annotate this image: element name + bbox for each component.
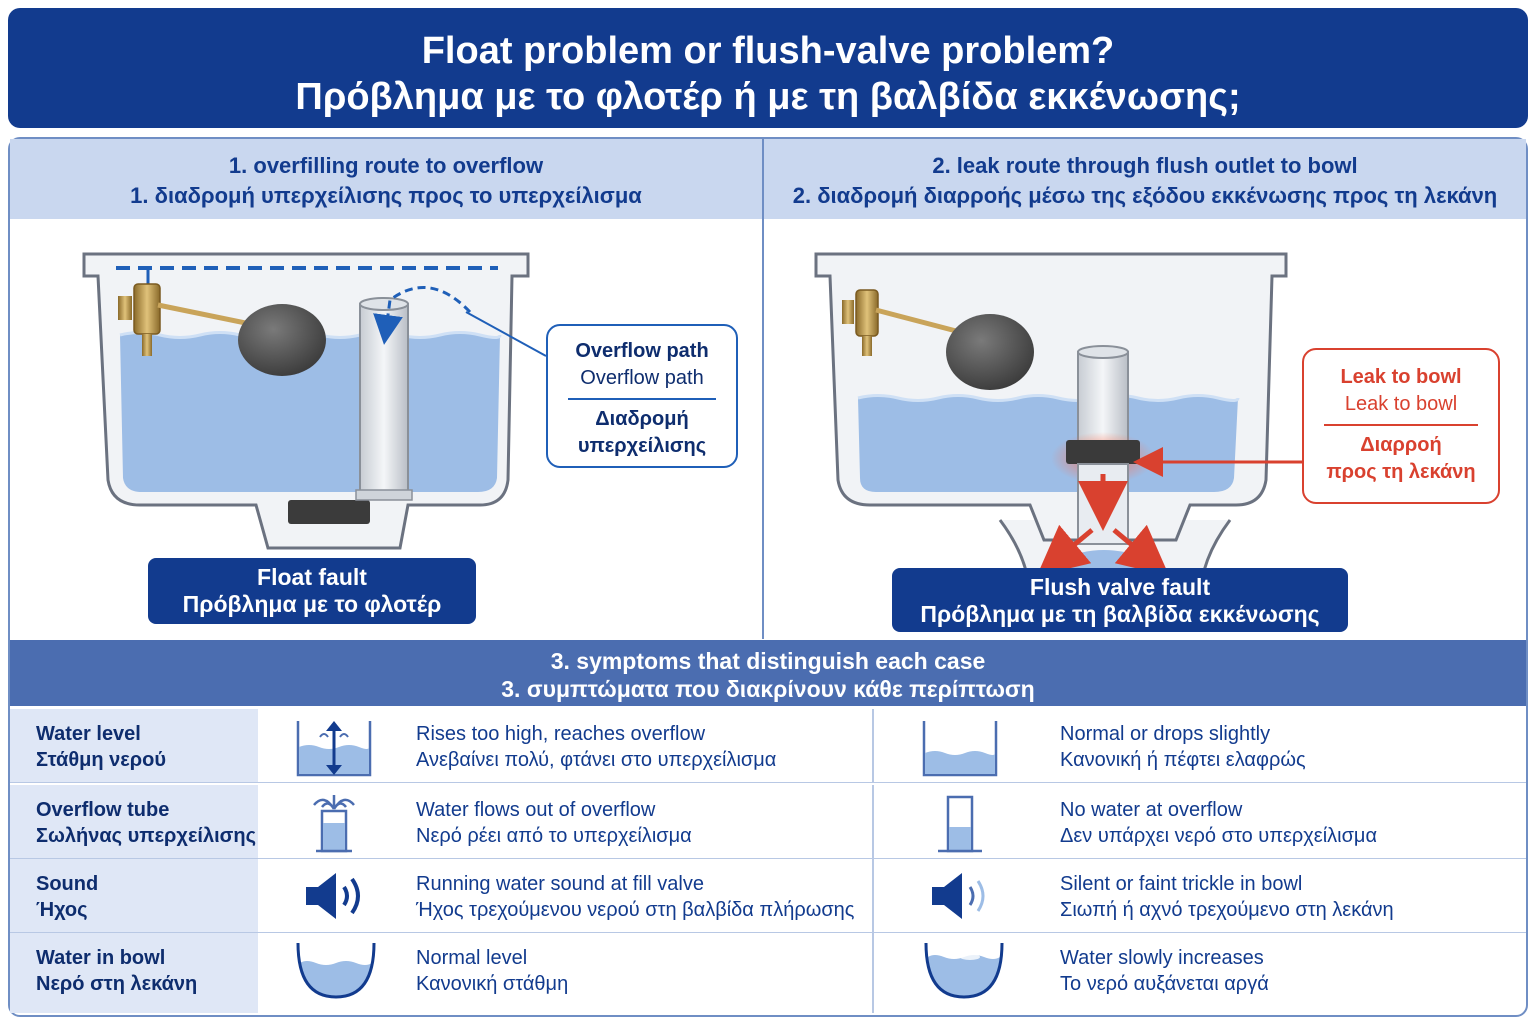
callout1-line1: Overflow path	[575, 340, 709, 362]
symptom-row-sound: Sound Ήχος Running water sound at fill v…	[10, 859, 1526, 933]
right-tank	[814, 252, 1302, 602]
row-label-en: Sound	[36, 873, 99, 895]
row-label-en: Overflow tube	[36, 799, 170, 821]
row-label: Water in bowl Νερό στη λεκάνη	[10, 933, 258, 1013]
symptom-row-water-in-bowl: Water in bowl Νερό στη λεκάνη Normal lev…	[10, 933, 1526, 1013]
right-symptom-en: No water at overflow	[1060, 799, 1243, 821]
column-divider	[872, 785, 874, 858]
bowl-normal-icon	[296, 942, 376, 999]
section3-heading-el: 3. συμπτώματα που διακρίνουν κάθε περίπτ…	[501, 676, 1035, 702]
row-label: Water level Στάθμη νερού	[10, 709, 258, 782]
row-label-el: Σωλήνας υπερχείλισης	[36, 825, 256, 847]
right-symptom-el: Το νερό αυξάνεται αργά	[1060, 973, 1269, 995]
left-symptom-en: Water flows out of overflow	[416, 799, 656, 821]
left-symptom-el: Κανονική στάθμη	[416, 973, 569, 995]
left-symptom-text: Running water sound at fill valve Ήχος τ…	[416, 871, 854, 923]
right-symptom-en: Water slowly increases	[1060, 947, 1264, 969]
column-divider	[872, 709, 874, 782]
speaker-quiet-icon	[932, 873, 985, 919]
right-symptom-el: Κανονική ή πέφτει ελαφρώς	[1060, 749, 1306, 771]
row-label: Overflow tube Σωλήνας υπερχείλισης	[10, 785, 258, 858]
section2-heading-en: 2. leak route through flush outlet to bo…	[932, 153, 1358, 178]
row-label-el: Στάθμη νερού	[36, 749, 166, 771]
right-symptom-el: Σιωπή ή αχνό τρεχούμενο στη λεκάνη	[1060, 899, 1394, 921]
left-symptom-text: Normal level Κανονική στάθμη	[416, 945, 568, 997]
section2-heading-el: 2. διαδρομή διαρροής μέσω της εξόδου εκκ…	[792, 183, 1498, 208]
symptom-row-water-level: Water level Στάθμη νερού Rises too high,…	[10, 709, 1526, 783]
left-symptom-en: Running water sound at fill valve	[416, 873, 704, 895]
tank-level-rising-icon	[296, 721, 372, 777]
column-divider	[872, 859, 874, 932]
flush-valve-fault-label: Flush valve fault Πρόβλημα με τη βαλβίδα…	[892, 568, 1348, 632]
left-tank	[82, 252, 547, 550]
float-fault-en: Float fault	[257, 564, 367, 590]
section1-heading-el: 1. διαδρομή υπερχείλισης προς το υπερχεί…	[130, 183, 642, 208]
left-symptom-el: Νερό ρέει από το υπερχείλισμα	[416, 825, 692, 847]
callout2-line1: Leak to bowl	[1340, 366, 1462, 388]
tank-diagrams	[82, 252, 1302, 602]
left-symptom-el: Ανεβαίνει πολύ, φτάνει στο υπερχείλισμα	[416, 749, 777, 771]
flush-valve-fault-en: Flush valve fault	[1029, 574, 1211, 600]
title-english: Float problem or flush-valve problem?	[421, 30, 1115, 72]
callout2-line4: προς τη λεκάνη	[1326, 461, 1476, 483]
overflow-tube-dry-icon	[938, 795, 982, 853]
section1-header: 1. overfilling route to overflow 1. διαδ…	[10, 139, 762, 219]
speaker-loud-icon	[306, 873, 360, 919]
left-symptom-en: Rises too high, reaches overflow	[416, 723, 706, 745]
callout2-line3: Διαρροή	[1360, 434, 1442, 456]
row-label-el: Ήχος	[36, 899, 88, 921]
right-symptom-text: No water at overflow Δεν υπάρχει νερό στ…	[1060, 797, 1377, 849]
overflow-path-callout: Overflow path Overflow path Διαδρομή υπε…	[546, 324, 738, 468]
tank-level-normal-icon	[922, 721, 998, 777]
float-fault-label: Float fault Πρόβλημα με το φλοτέρ	[148, 558, 476, 624]
callout1-line2: Overflow path	[580, 367, 704, 389]
section3-header: 3. symptoms that distinguish each case 3…	[10, 640, 1526, 706]
callout2-separator	[1324, 424, 1478, 426]
section2-header: 2. leak route through flush outlet to bo…	[764, 139, 1526, 219]
right-symptom-en: Silent or faint trickle in bowl	[1060, 873, 1303, 895]
bowl-rising-icon	[924, 942, 1004, 999]
left-symptom-text: Rises too high, reaches overflow Ανεβαίν…	[416, 721, 776, 773]
right-symptom-text: Silent or faint trickle in bowl Σιωπή ή …	[1060, 871, 1394, 923]
right-symptom-text: Water slowly increases Το νερό αυξάνεται…	[1060, 945, 1269, 997]
left-symptom-en: Normal level	[416, 947, 528, 969]
callout1-line3: Διαδρομή	[595, 408, 689, 430]
right-symptom-el: Δεν υπάρχει νερό στο υπερχείλισμα	[1060, 825, 1378, 847]
row-label-el: Νερό στη λεκάνη	[36, 973, 198, 995]
right-symptom-en: Normal or drops slightly	[1060, 723, 1271, 745]
callout1-line4: υπερχείλισης	[577, 435, 707, 457]
callout2-line2: Leak to bowl	[1344, 393, 1458, 415]
left-symptom-text: Water flows out of overflow Νερό ρέει απ…	[416, 797, 692, 849]
section1-heading-en: 1. overfilling route to overflow	[228, 153, 544, 178]
title-banner: Float problem or flush-valve problem? Πρ…	[8, 8, 1528, 128]
row-label: Sound Ήχος	[10, 859, 258, 932]
row-label-en: Water level	[36, 723, 141, 745]
callout1-separator	[568, 398, 716, 400]
overflow-fountain-icon	[313, 795, 355, 853]
section3-heading-en: 3. symptoms that distinguish each case	[550, 648, 986, 674]
float-fault-el: Πρόβλημα με το φλοτέρ	[182, 591, 442, 617]
left-symptom-el: Ήχος τρεχούμενου νερού στη βαλβίδα πλήρω…	[416, 899, 855, 921]
right-symptom-text: Normal or drops slightly Κανονική ή πέφτ…	[1060, 721, 1306, 773]
symptom-row-overflow-tube: Overflow tube Σωλήνας υπερχείλισης Water…	[10, 785, 1526, 859]
flush-valve-fault-el: Πρόβλημα με τη βαλβίδα εκκένωσης	[920, 601, 1320, 627]
column-divider	[872, 933, 874, 1013]
row-label-en: Water in bowl	[36, 947, 166, 969]
section-divider	[762, 137, 764, 639]
title-greek: Πρόβλημα με το φλοτέρ ή με τη βαλβίδα εκ…	[295, 76, 1241, 118]
leak-to-bowl-callout: Leak to bowl Leak to bowl Διαρροή προς τ…	[1302, 348, 1500, 504]
